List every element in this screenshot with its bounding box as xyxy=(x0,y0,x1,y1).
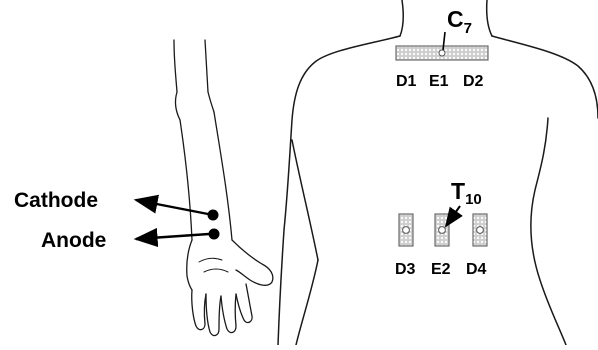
right-shoulder-outline xyxy=(492,36,598,118)
neck-left xyxy=(400,0,403,36)
e1-center-marker xyxy=(439,50,445,56)
cathode-arrow xyxy=(136,200,208,214)
palm-crease-2 xyxy=(204,269,228,272)
finger-1 xyxy=(192,290,206,330)
label-d1: D1 xyxy=(396,73,417,90)
label-d3: D3 xyxy=(395,261,416,278)
arm-hand-illustration xyxy=(174,40,273,336)
t10-label: T10 xyxy=(451,178,482,208)
palm-crease xyxy=(199,258,222,262)
left-shoulder-outline xyxy=(278,36,400,345)
finger-4 xyxy=(236,284,252,323)
anode-electrode-dot xyxy=(209,229,220,240)
c7-label: C7 xyxy=(447,6,472,37)
forearm-right-outline xyxy=(214,112,232,240)
right-flank-line xyxy=(531,118,566,345)
cathode-electrode-dot xyxy=(208,210,219,221)
finger-2 xyxy=(206,294,221,336)
electrode-d3-center xyxy=(403,227,410,234)
finger-3 xyxy=(221,294,236,333)
electrode-e2-center xyxy=(439,227,446,234)
elbow-inner xyxy=(208,92,214,112)
forearm-left-outline xyxy=(180,120,192,240)
left-armpit-line xyxy=(292,140,318,260)
neck-right xyxy=(487,0,492,36)
thumb-outline xyxy=(232,240,273,285)
upper-arm-right-outline xyxy=(205,40,208,92)
label-e1: E1 xyxy=(429,73,449,90)
anode-label: Anode xyxy=(41,229,106,252)
anode-arrow xyxy=(136,234,209,239)
label-d4: D4 xyxy=(466,261,487,278)
left-waist-line xyxy=(296,260,318,345)
elbow-outline xyxy=(176,92,180,120)
label-e2: E2 xyxy=(431,261,451,278)
cathode-label: Cathode xyxy=(14,189,98,212)
upper-arm-left-outline xyxy=(174,40,177,92)
electrode-d4-center xyxy=(477,227,484,234)
label-d2: D2 xyxy=(463,73,484,90)
palm-outline xyxy=(187,240,192,290)
